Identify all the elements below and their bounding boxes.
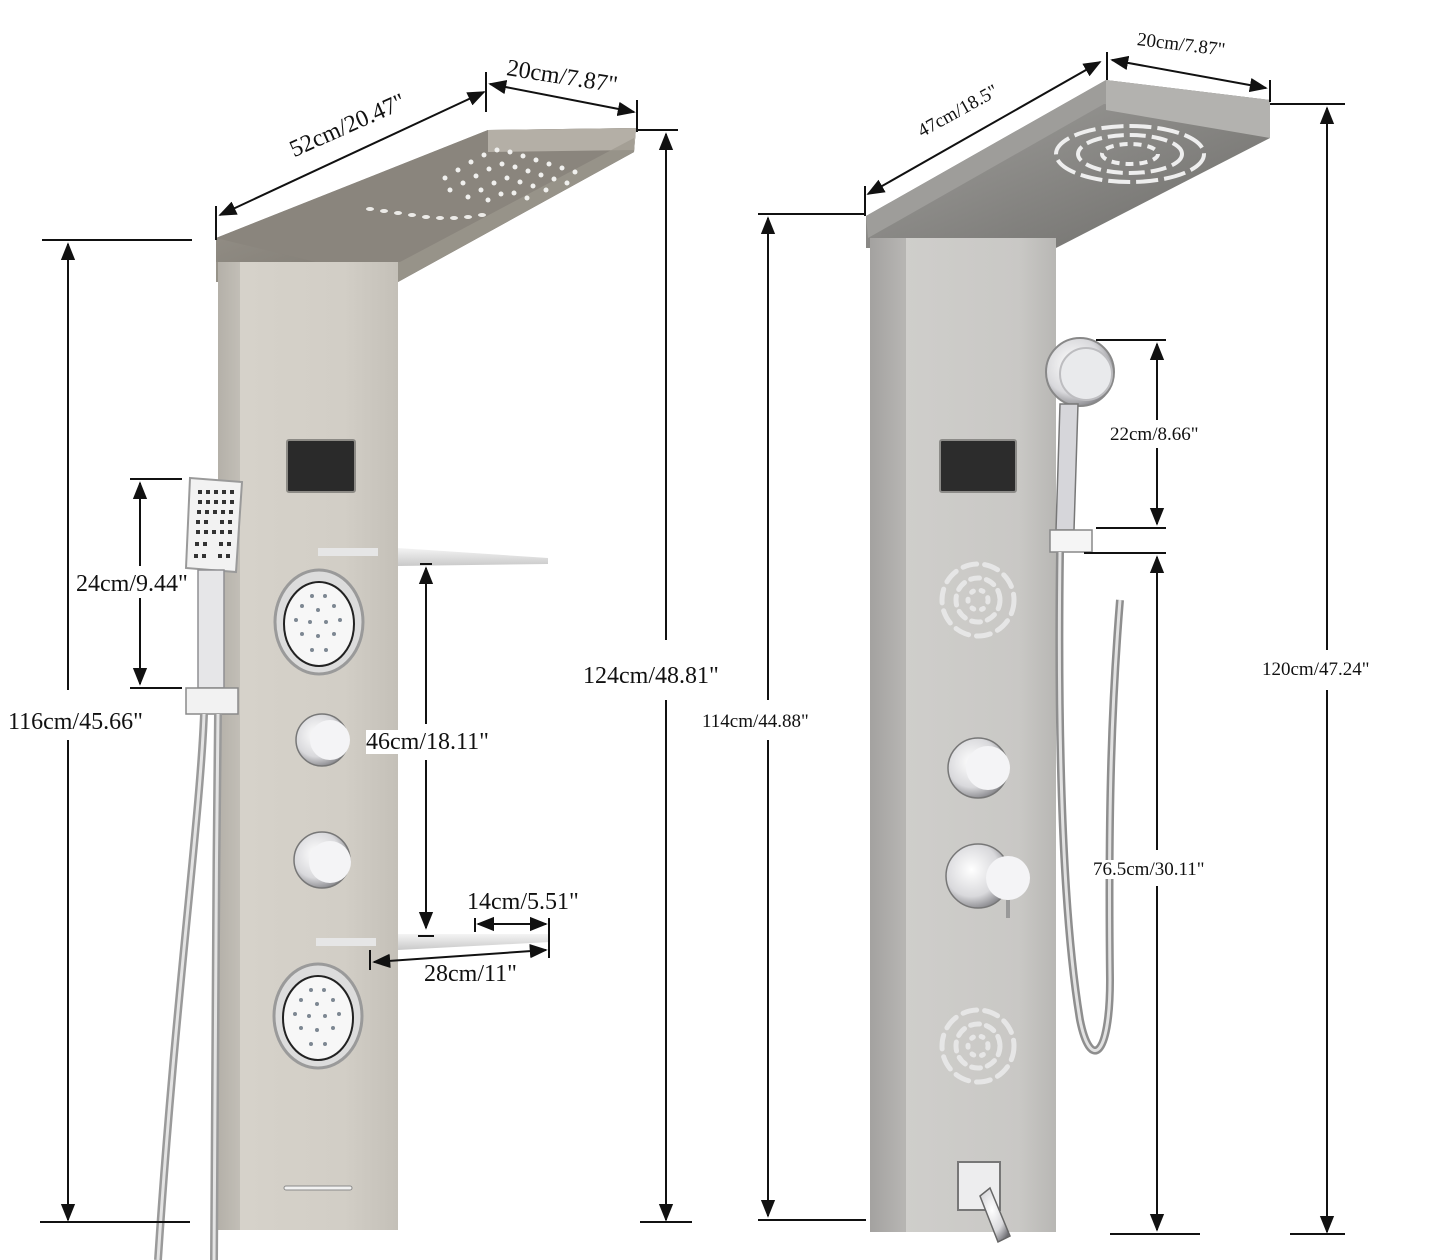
right-shower-panel — [866, 80, 1270, 1244]
right-panel-height-label: 114cm/44.88" — [702, 711, 809, 732]
upper-control-knob-icon — [295, 713, 350, 767]
lower-massage-jet-icon — [939, 1007, 1017, 1085]
upper-control-knob-icon — [947, 737, 1010, 799]
left-handheld-length-label: 24cm/9.44" — [76, 571, 188, 597]
right-rain-head — [866, 80, 1270, 248]
left-dimension-lines — [40, 72, 692, 1223]
upper-shelf — [318, 548, 548, 566]
left-shower-panel — [154, 128, 636, 1260]
right-handheld-shower-icon — [1045, 337, 1115, 553]
left-rain-head — [216, 128, 636, 282]
led-display-icon — [939, 439, 1017, 493]
right-dimension-lines — [758, 52, 1345, 1235]
waterfall-spout-slot-icon — [283, 1185, 353, 1191]
lower-body-jet-icon — [272, 962, 364, 1070]
right-handheld-length-label: 22cm/8.66" — [1110, 424, 1199, 445]
upper-body-jet-icon — [273, 568, 365, 676]
led-display-icon — [286, 439, 356, 493]
left-panel-height-label: 116cm/45.66" — [8, 709, 143, 735]
left-shelf-spacing-label: 46cm/18.11" — [366, 729, 489, 755]
right-total-height-label: 120cm/47.24" — [1262, 659, 1370, 680]
left-handheld-shower-icon — [184, 476, 244, 715]
right-holder-height-label: 76.5cm/30.11" — [1093, 859, 1205, 880]
lower-control-knob-icon — [293, 831, 351, 889]
upper-massage-jet-icon — [939, 561, 1017, 639]
tub-spout-icon — [957, 1161, 1011, 1244]
left-total-height-label: 124cm/48.81" — [583, 663, 719, 689]
lower-control-knob-icon — [945, 843, 1030, 918]
left-shelf-depth-short-label: 14cm/5.51" — [467, 889, 579, 915]
left-shelf-depth-long-label: 28cm/11" — [424, 961, 517, 987]
